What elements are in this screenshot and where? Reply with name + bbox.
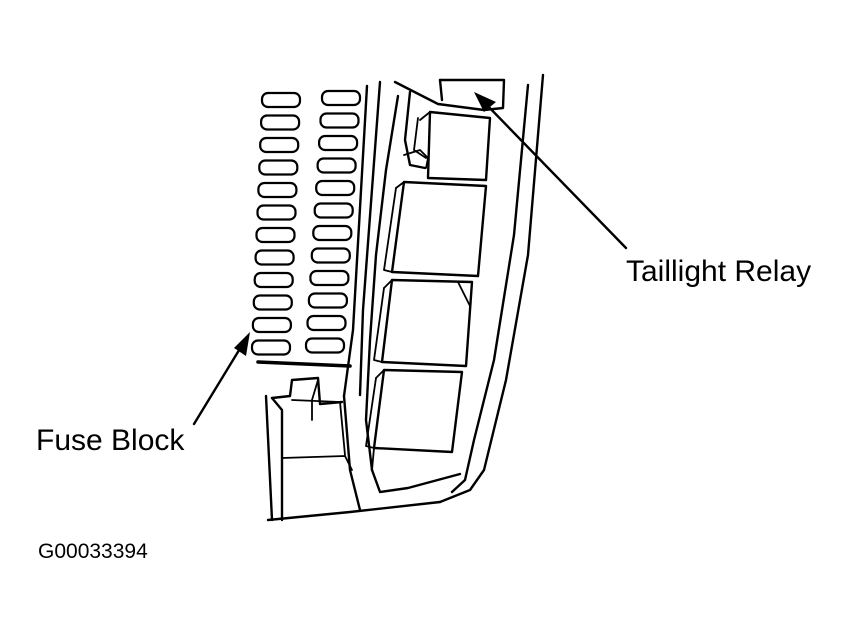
fuse-block-housing: [256, 80, 442, 522]
fuse-slot: [312, 224, 353, 242]
taillight-relay: [419, 78, 506, 182]
fuse-slot: [316, 157, 357, 174]
fuse-slot: [260, 114, 301, 131]
fuse-slot: [250, 339, 292, 356]
fuse-slot: [310, 247, 351, 264]
fuse-column-left: [250, 91, 302, 356]
fuse-slot: [320, 89, 362, 107]
fuse-slot: [304, 337, 346, 354]
fuse-slot: [253, 271, 294, 289]
fuse-slot: [258, 159, 299, 176]
fuse-slot: [254, 249, 295, 266]
fuse-slot: [259, 136, 300, 154]
fuse-slot: [255, 226, 296, 244]
fuse-column-right: [304, 89, 362, 354]
fuse-slot: [256, 204, 297, 221]
fuse-slot: [260, 91, 302, 109]
fuse-slot: [315, 179, 356, 197]
fuse-slot: [251, 316, 292, 334]
fuse-block-arrow: [192, 332, 250, 426]
relay-4: [365, 368, 464, 471]
fuse-block-label: Fuse Block: [36, 424, 185, 457]
fuse-slot: [252, 294, 293, 311]
fuse-slot: [309, 269, 350, 287]
fuse-slot: [257, 181, 298, 199]
fuse-slot: [313, 202, 354, 219]
relay-panel-frame: [364, 73, 545, 504]
fuse-slot: [318, 134, 359, 152]
fuse-slot: [319, 112, 360, 129]
taillight-relay-label: Taillight Relay: [626, 255, 811, 288]
relay-3: [373, 278, 474, 368]
fuse-slot: [307, 292, 348, 309]
fuse-slot: [306, 314, 347, 332]
taillight-relay-arrow: [474, 92, 628, 250]
figure-code: G00033394: [38, 540, 148, 563]
relay-2: [383, 180, 488, 278]
